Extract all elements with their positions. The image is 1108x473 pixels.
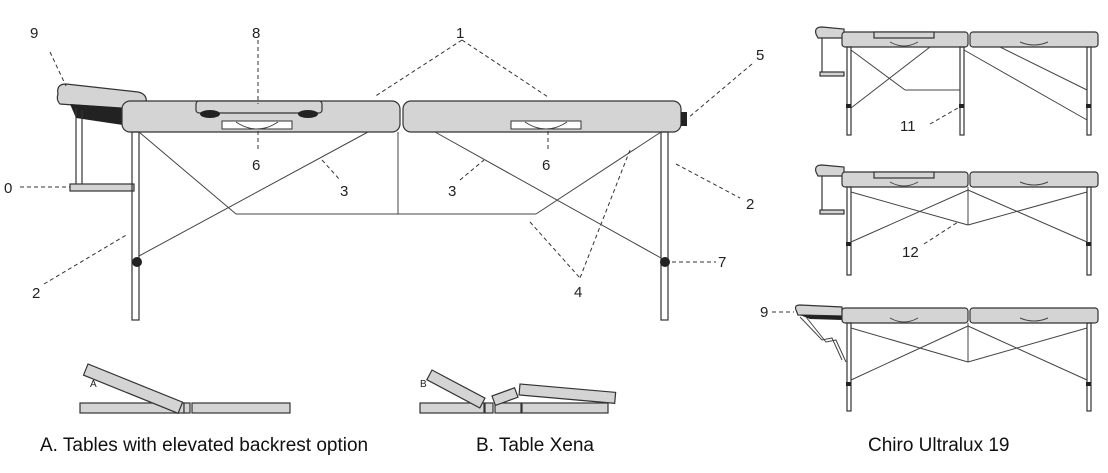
chiro-view-1: 11 [815, 26, 1099, 136]
inset-b: B [419, 369, 617, 414]
inset-a: A [79, 363, 291, 415]
label-9-chiro: 9 [760, 304, 768, 321]
label-4: 4 [574, 284, 582, 301]
inset-b-letter: B [420, 379, 427, 390]
label-2-left: 2 [32, 285, 40, 302]
main-table [56, 83, 687, 321]
caption-a: A. Tables with elevated backrest option [40, 435, 368, 456]
chiro-view-3: 9 [760, 304, 1099, 412]
label-2-right: 2 [746, 196, 754, 213]
label-1: 1 [456, 25, 464, 42]
label-9: 9 [30, 25, 38, 42]
label-0: 0 [4, 180, 12, 197]
leader-lines [20, 39, 753, 285]
handle-left [221, 120, 293, 130]
label-7: 7 [718, 254, 726, 271]
caption-c: Chiro Ultralux 19 [868, 435, 1010, 456]
label-3-left: 3 [340, 183, 348, 200]
armrest-shelf [69, 183, 135, 192]
leg-knob-right [660, 257, 670, 267]
label-11: 11 [900, 118, 916, 135]
label-6-left: 6 [252, 157, 260, 174]
headrest-bracket [70, 104, 130, 126]
label-6-right: 6 [542, 157, 550, 174]
caption-b: B. Table Xena [476, 435, 594, 456]
inset-a-letter: A [90, 379, 97, 390]
label-8: 8 [252, 25, 260, 42]
face-hole-plug [195, 100, 323, 114]
label-12: 12 [902, 244, 919, 261]
label-5: 5 [756, 47, 764, 64]
chiro-view-2: 12 [815, 164, 1099, 276]
leg-knob-left [132, 257, 142, 267]
label-3-right: 3 [448, 183, 456, 200]
handle-right [510, 120, 582, 130]
